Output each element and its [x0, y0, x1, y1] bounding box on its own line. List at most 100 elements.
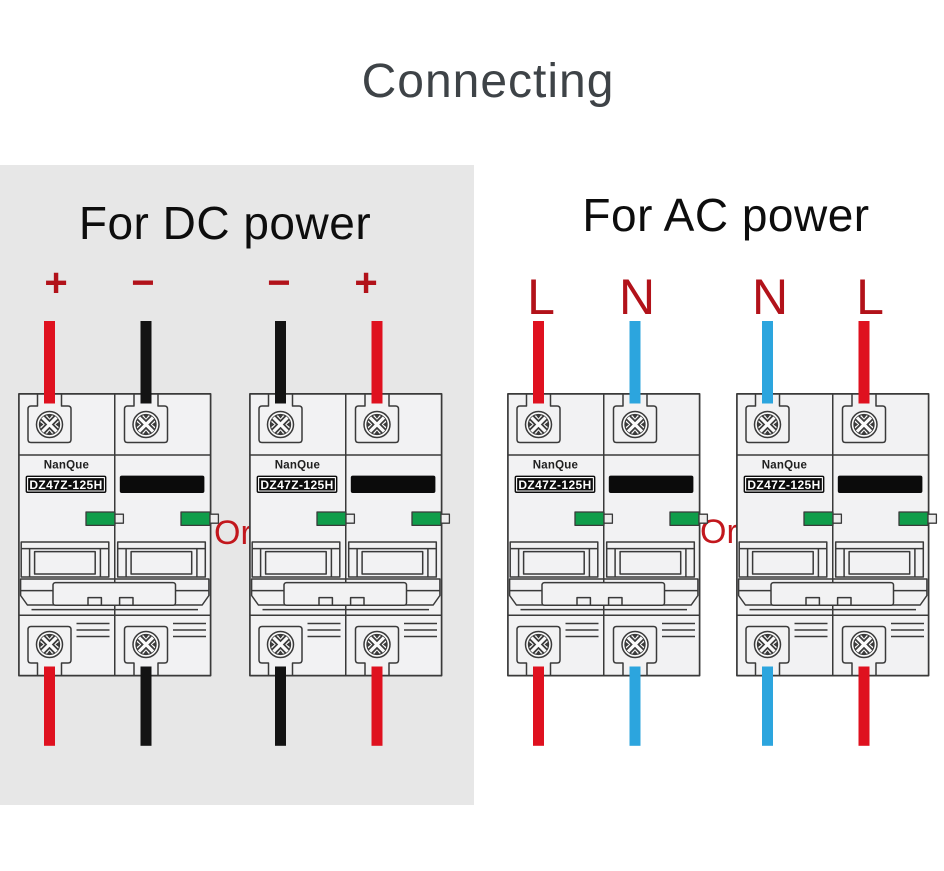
status-indicator-left [803, 511, 834, 527]
wire-top-right [140, 321, 152, 404]
ac-terminal-label-l-2: L [856, 269, 884, 325]
indicator-tab-left [345, 513, 356, 524]
model-badge [514, 475, 596, 493]
wire-bottom-left [275, 666, 286, 746]
model-badge [25, 475, 107, 493]
wire-bottom-left [44, 666, 55, 746]
screw-bottom-icon [621, 630, 649, 659]
tiebar-housing [250, 578, 441, 606]
indicator-tab-left [114, 513, 125, 524]
screw-bottom-icon [363, 630, 391, 659]
handle-bar [770, 581, 895, 606]
handle-bar [283, 581, 408, 606]
screw-bottom-icon [266, 630, 295, 659]
toggle-window-opening [751, 550, 814, 575]
toggle-window-opening [130, 550, 193, 575]
vent-lines [794, 622, 828, 638]
toggle-window [738, 541, 828, 578]
terminal-clamp-bottom [612, 625, 658, 676]
wire-top-left [762, 321, 773, 404]
dc-terminal-label-minus-1: − [131, 261, 155, 305]
status-indicator-right [180, 511, 211, 527]
handle-tab-2 [349, 596, 365, 606]
model-text: DZ47Z-125H [518, 478, 591, 492]
wire-bottom-left [533, 666, 544, 746]
indicator-tab-right [927, 513, 938, 524]
terminal-clamp-bottom [841, 625, 887, 676]
toggle-window-frame [252, 547, 340, 577]
brand-text: NanQue [762, 460, 807, 472]
pole-right [605, 393, 696, 676]
model-text: DZ47Z-125H [29, 478, 102, 492]
terminal-clamp-top [123, 393, 169, 444]
terminal-clamp-top [516, 393, 561, 444]
screw-top-icon [524, 410, 553, 439]
screw-top-icon [363, 410, 391, 439]
status-indicator-right [411, 511, 442, 527]
terminal-clamp-bottom [745, 625, 790, 676]
pole-left [509, 393, 599, 676]
brand-text: NanQue [44, 460, 89, 472]
handle-tab-1 [576, 596, 592, 606]
tiebar-housing [19, 578, 210, 606]
vent-lines [76, 622, 110, 638]
brand-text: NanQue [275, 460, 320, 472]
tiebar-housing-lines [509, 589, 698, 611]
screw-bottom-icon [524, 630, 553, 659]
status-indicator-right [669, 511, 700, 527]
toggle-window [20, 541, 110, 578]
screw-top-icon [132, 410, 160, 439]
indicator-tab-right [698, 513, 709, 524]
indicator-tab-left [603, 513, 614, 524]
blank-label-bar [608, 475, 694, 493]
tiebar-housing-lines [738, 589, 927, 611]
status-indicator-left [85, 511, 116, 527]
toggle-window [509, 541, 599, 578]
dc-terminal-label-minus-2: − [267, 261, 291, 305]
toggle-window [347, 541, 438, 578]
ac-terminal-label-n-2: N [751, 269, 789, 325]
toggle-window-opening [361, 550, 424, 575]
dc-wiring-option-2: NanQue DZ47Z-125H [249, 321, 451, 746]
terminal-clamp-top [841, 393, 887, 444]
toggle-window-opening [264, 550, 327, 575]
model-badge [256, 475, 338, 493]
terminal-clamp-bottom [516, 625, 561, 676]
wire-top-right [371, 321, 383, 404]
terminal-clamp-bottom [258, 625, 303, 676]
dc-terminal-label-plus-2: + [354, 261, 378, 305]
terminal-clamp-top [745, 393, 790, 444]
vent-lines [662, 622, 695, 638]
blank-label-bar [119, 475, 205, 493]
handle-tab-2 [607, 596, 623, 606]
vent-lines [173, 622, 206, 638]
ac-terminal-label-l-1: L [527, 269, 555, 325]
toggle-window [116, 541, 207, 578]
section-lines [507, 454, 700, 617]
tiebar-housing [737, 578, 928, 606]
toggle-window-frame [835, 547, 924, 577]
handle-bar [541, 581, 666, 606]
indicator-tab-left [832, 513, 843, 524]
pole-right [834, 393, 925, 676]
wire-top-right [858, 321, 870, 404]
dc-breaker-wiring-option-1: NanQue DZ47Z-125H [16, 321, 222, 747]
model-text: DZ47Z-125H [260, 478, 333, 492]
toggle-window-frame [739, 547, 827, 577]
vent-lines [307, 622, 341, 638]
terminal-clamp-bottom [27, 625, 72, 676]
screw-top-icon [35, 410, 64, 439]
vent-lines [891, 622, 924, 638]
status-indicator-right [898, 511, 929, 527]
section-lines [736, 454, 929, 617]
toggle-window-frame [348, 547, 437, 577]
dc-section-heading: For DC power [78, 197, 372, 249]
screw-bottom-icon [850, 630, 878, 659]
ac-section-heading: For AC power [582, 189, 870, 241]
ac-breaker-wiring-option-2: NanQue DZ47Z-125H [734, 321, 940, 747]
terminal-clamp-top [354, 393, 400, 444]
screw-top-icon [753, 410, 782, 439]
tiebar-housing-lines [251, 589, 440, 611]
ac-wiring-option-2: NanQue DZ47Z-125H [736, 321, 938, 746]
